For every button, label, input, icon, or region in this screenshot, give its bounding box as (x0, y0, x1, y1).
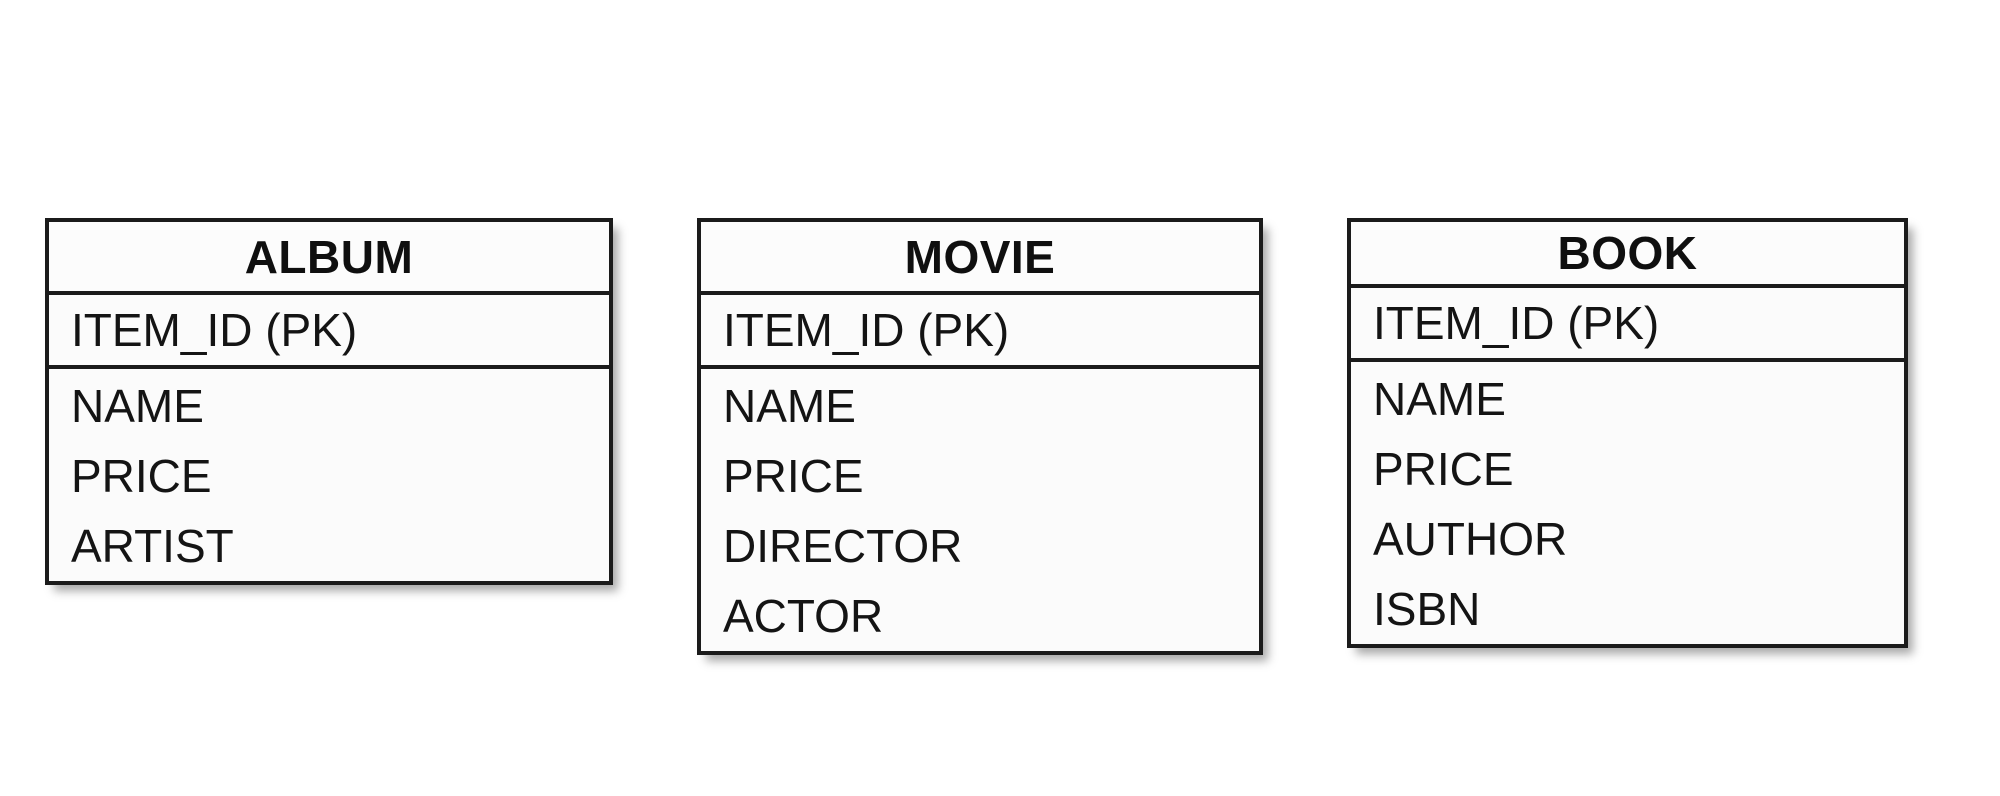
entity-album-key-section: ITEM_ID (PK) (49, 295, 609, 369)
entity-movie-attribute-section: NAME PRICE DIRECTOR ACTOR (701, 369, 1259, 651)
entity-movie-primary-key: ITEM_ID (PK) (723, 304, 1010, 356)
entity-album[interactable]: ALBUM ITEM_ID (PK) NAME PRICE ARTIST (45, 218, 613, 585)
entity-book-attribute-section: NAME PRICE AUTHOR ISBN (1351, 362, 1904, 644)
entity-movie[interactable]: MOVIE ITEM_ID (PK) NAME PRICE DIRECTOR A… (697, 218, 1263, 655)
entity-book-attribute: PRICE (1373, 443, 1514, 495)
entity-album-title: ALBUM (49, 222, 609, 295)
entity-movie-attribute: ACTOR (723, 590, 884, 642)
entity-movie-attribute: DIRECTOR (723, 520, 963, 572)
entity-album-attribute: PRICE (71, 450, 212, 502)
entity-movie-key-section: ITEM_ID (PK) (701, 295, 1259, 369)
entity-book[interactable]: BOOK ITEM_ID (PK) NAME PRICE AUTHOR ISBN (1347, 218, 1908, 648)
entity-book-title: BOOK (1351, 222, 1904, 288)
entity-movie-attribute: NAME (723, 380, 856, 432)
entity-book-attribute: NAME (1373, 373, 1506, 425)
entity-album-attribute: ARTIST (71, 520, 234, 572)
entity-book-key-section: ITEM_ID (PK) (1351, 288, 1904, 362)
entity-book-attribute: ISBN (1373, 583, 1481, 635)
entity-movie-title: MOVIE (701, 222, 1259, 295)
entity-album-primary-key: ITEM_ID (PK) (71, 304, 358, 356)
entity-album-attribute-section: NAME PRICE ARTIST (49, 369, 609, 581)
entity-book-primary-key: ITEM_ID (PK) (1373, 297, 1660, 349)
entity-album-attribute: NAME (71, 380, 204, 432)
entity-book-attribute: AUTHOR (1373, 513, 1568, 565)
entity-movie-attribute: PRICE (723, 450, 864, 502)
